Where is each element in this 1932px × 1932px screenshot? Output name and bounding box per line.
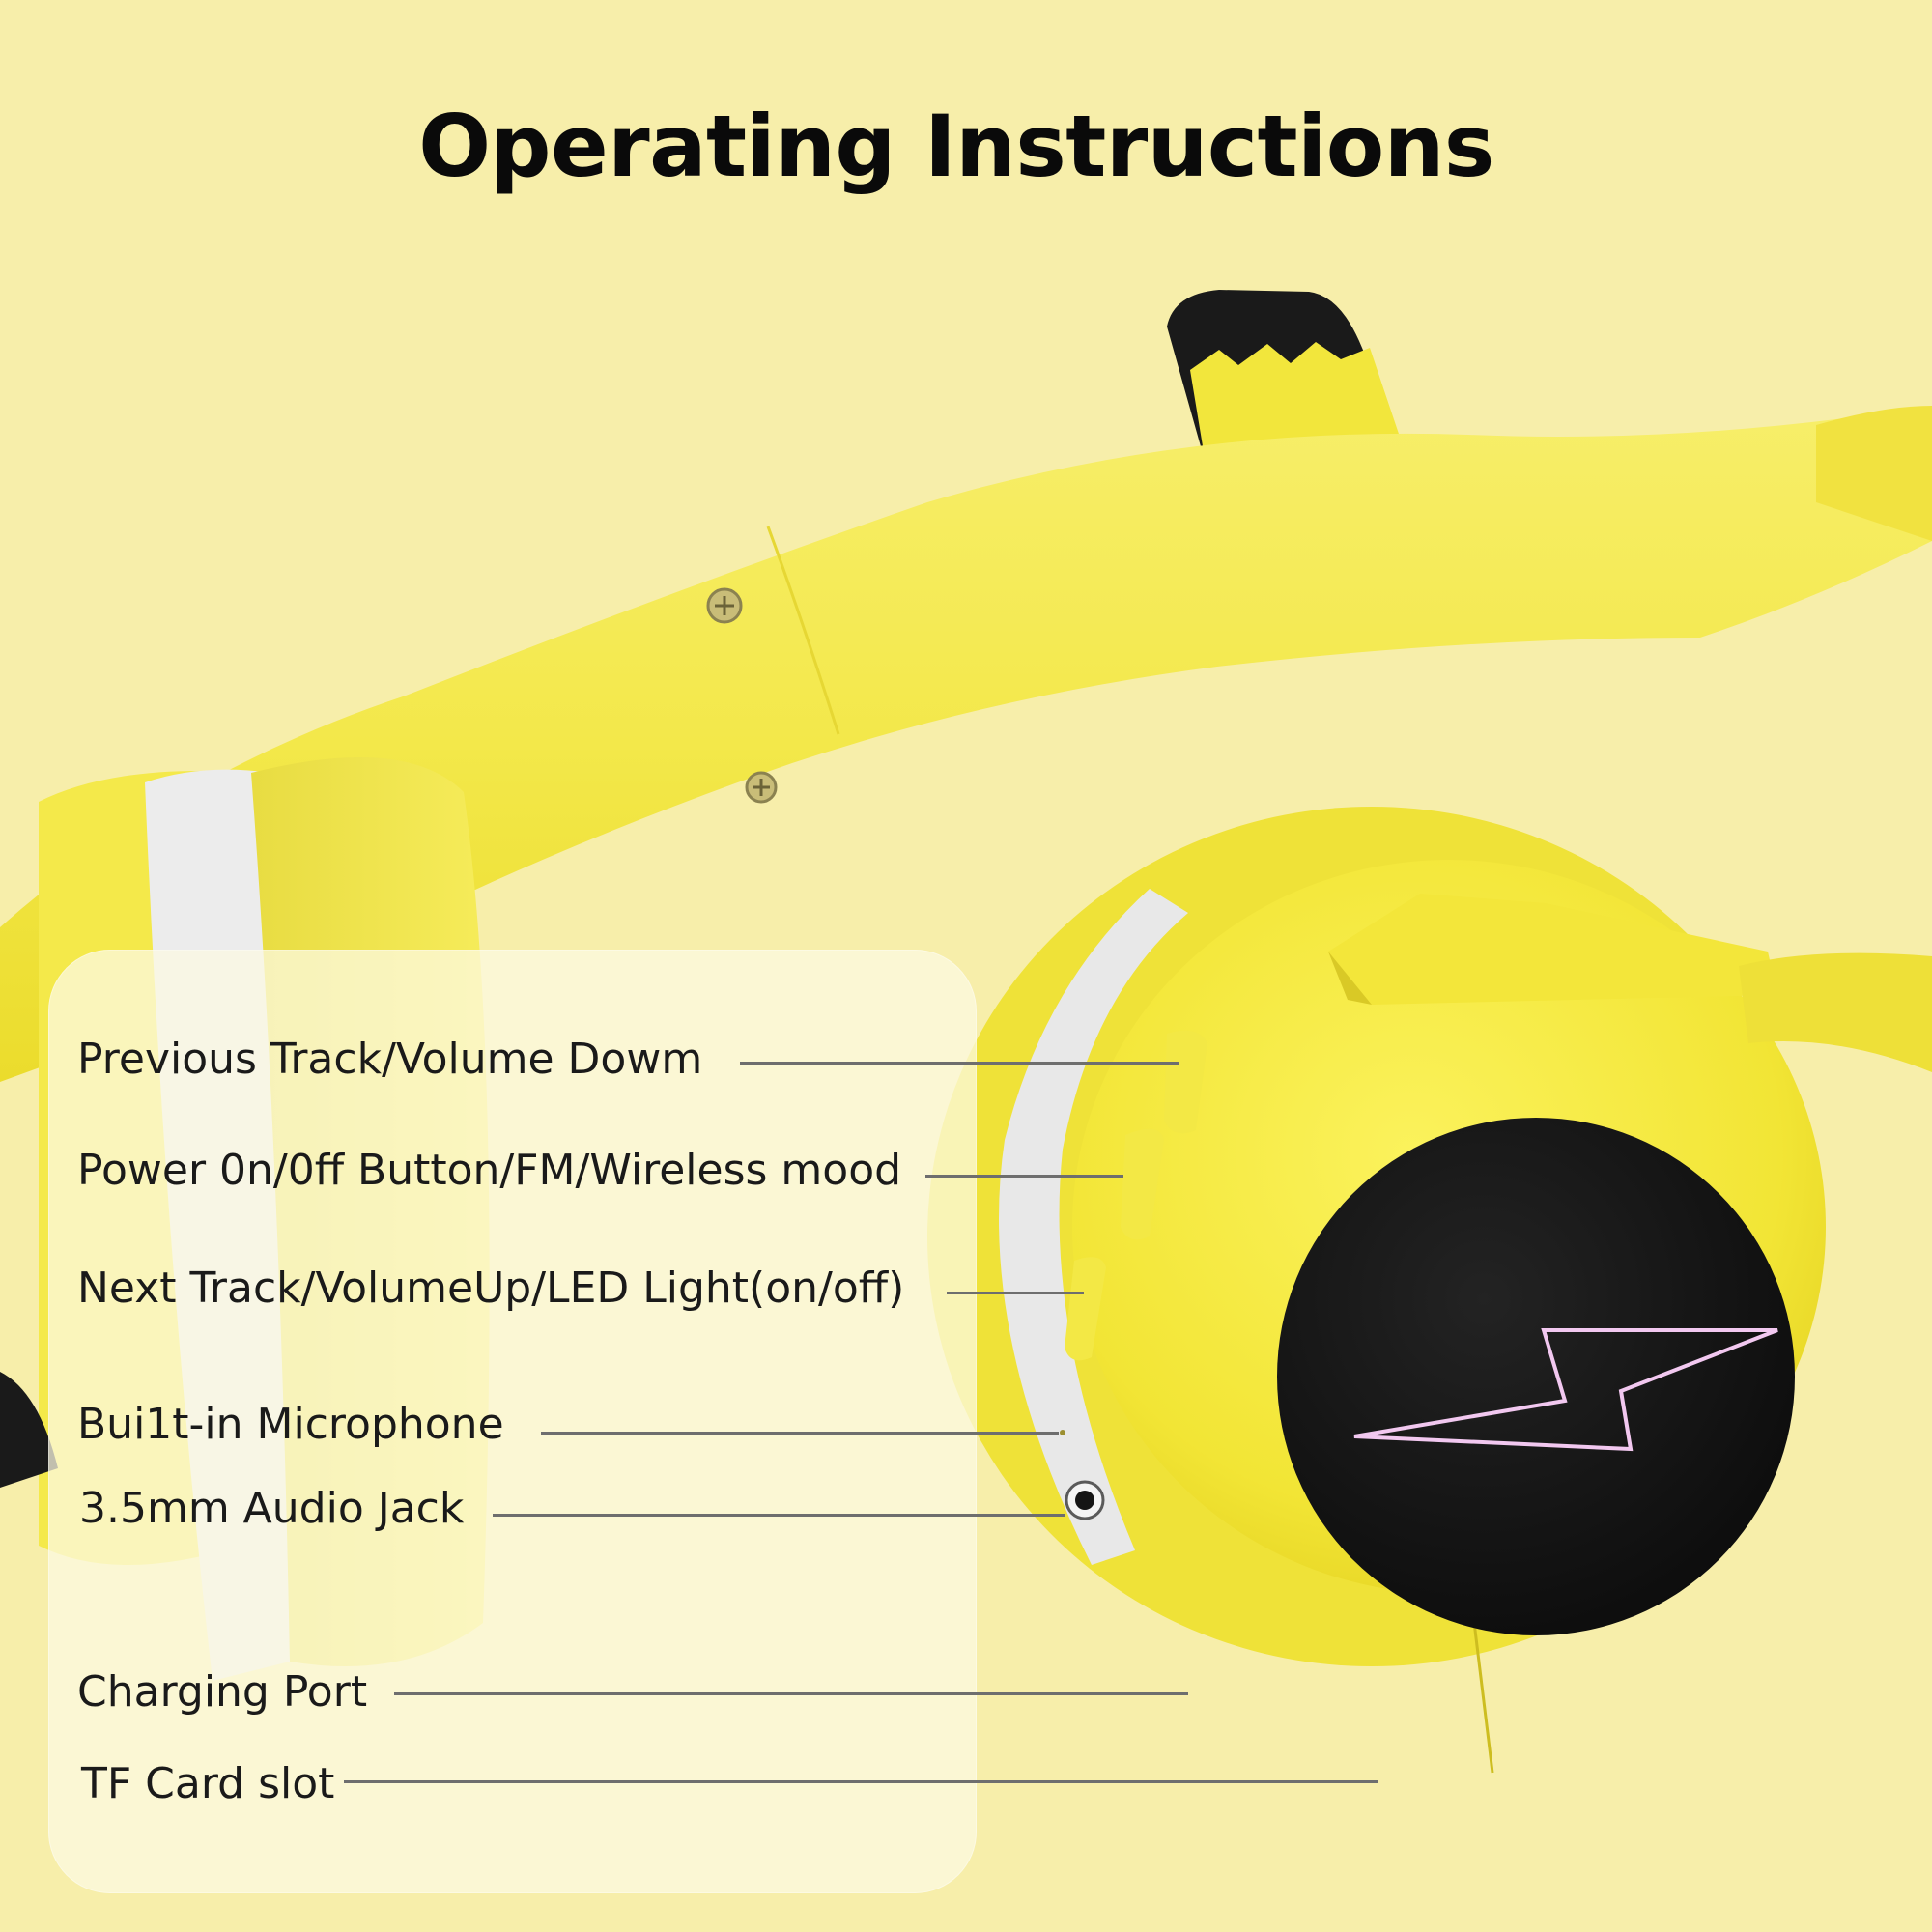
headband [0, 406, 1932, 1082]
screw-icon [745, 771, 778, 804]
label-power: Power 0n/0ff Button/FM/Wireless mood [77, 1146, 902, 1195]
leader-line-microphone [541, 1432, 1059, 1435]
leader-line-previous-track [740, 1062, 1179, 1065]
leader-line-power [925, 1175, 1123, 1178]
page-title: Operating Instructions [418, 97, 1494, 196]
lightning-bolt-icon [1353, 1328, 1778, 1452]
label-audio-jack: 3.5mm Audio Jack [79, 1484, 465, 1533]
label-tf-card: TF Card slot [81, 1759, 335, 1808]
leader-line-audio-jack [493, 1514, 1065, 1517]
ear-decoration [1167, 290, 1401, 464]
leader-line-tf-card [344, 1780, 1378, 1783]
labels-panel [48, 950, 977, 1893]
right-ear-cup [927, 807, 1932, 1774]
screw-icon [706, 587, 743, 624]
label-next-track: Next Track/VolumeUp/LED Light(on/off) [77, 1264, 905, 1313]
leader-line-charging-port [394, 1692, 1188, 1695]
leader-line-next-track [947, 1292, 1084, 1294]
label-microphone: Bui1t-in Microphone [77, 1400, 504, 1449]
label-charging-port: Charging Port [77, 1667, 368, 1717]
label-previous-track: Previous Track/Volume Dowm [77, 1035, 703, 1084]
